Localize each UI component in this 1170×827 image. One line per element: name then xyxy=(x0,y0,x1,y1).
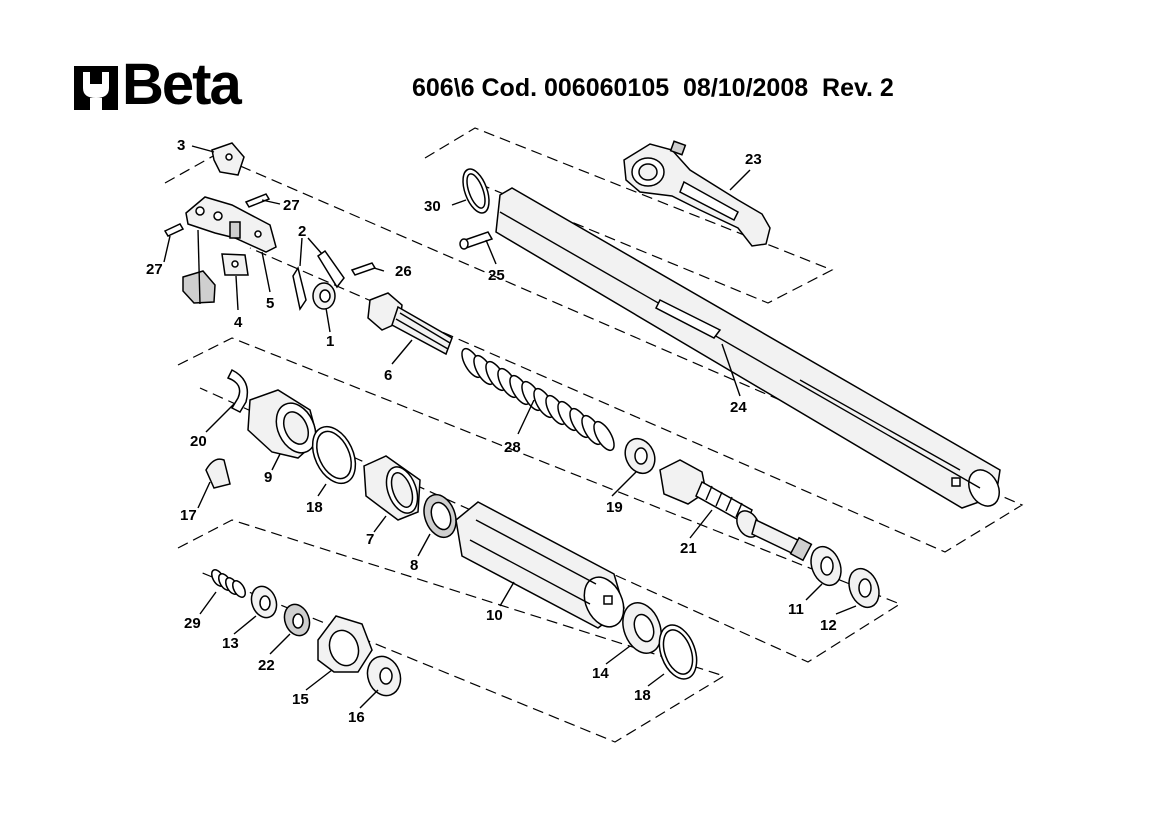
label-part-2: 2 xyxy=(298,223,306,240)
leader-lines xyxy=(163,145,857,709)
label-part-19: 19 xyxy=(606,499,623,516)
label-part-10: 10 xyxy=(486,607,503,624)
label-part-9: 9 xyxy=(264,469,272,486)
label-part-1: 1 xyxy=(326,333,334,350)
part-22-gear xyxy=(283,603,311,637)
label-part-28: 28 xyxy=(504,439,521,456)
label-part-14: 14 xyxy=(592,665,609,682)
label-part-4: 4 xyxy=(234,314,243,331)
part-14-splined-nut xyxy=(622,602,662,654)
label-part-24: 24 xyxy=(730,399,747,416)
label-part-7: 7 xyxy=(366,531,374,548)
part-21-threaded-adjuster xyxy=(659,459,813,562)
label-part-22: 22 xyxy=(258,657,275,674)
part-1-roller xyxy=(312,282,336,310)
label-part-25: 25 xyxy=(488,267,505,284)
beta-logo: Beta xyxy=(74,56,274,114)
label-part-20: 20 xyxy=(190,433,207,450)
part-3-jaw-block xyxy=(211,142,245,176)
label-part-8: 8 xyxy=(410,557,418,574)
label-part-12: 12 xyxy=(820,617,837,634)
part-19-washer xyxy=(624,437,656,475)
label-part-26: 26 xyxy=(395,263,412,280)
label-part-17: 17 xyxy=(180,507,197,524)
page-header: Beta 606\6 Cod. 006060105 08/10/2008 Rev… xyxy=(0,0,1170,130)
part-28-spring xyxy=(461,347,615,452)
part-30-o-ring xyxy=(462,168,490,214)
part-2-chain-links xyxy=(292,249,345,311)
label-part-27-left: 27 xyxy=(146,261,163,278)
part-17-pawl xyxy=(205,458,231,489)
label-part-5: 5 xyxy=(266,295,274,312)
part-29-small-spring xyxy=(211,569,246,598)
label-part-3: 3 xyxy=(177,137,185,154)
label-part-11: 11 xyxy=(788,601,804,618)
brand-name: Beta xyxy=(122,52,242,117)
part-16-end-cap xyxy=(366,655,402,697)
part-27-pin-left xyxy=(163,223,185,237)
label-part-15: 15 xyxy=(292,691,309,708)
label-part-6: 6 xyxy=(384,367,392,384)
part-18-o-ring-upper xyxy=(311,425,357,485)
label-part-30: 30 xyxy=(424,198,441,215)
part-10-handle-grip xyxy=(455,501,625,629)
part-12-lock-washer xyxy=(848,567,880,609)
part-8-gear-ring xyxy=(423,493,457,539)
part-23-ratchet-head xyxy=(623,140,771,247)
part-5-head-plate xyxy=(185,196,277,253)
part-4-pawls xyxy=(182,253,249,304)
part-labels: 3 27 27 2 26 5 4 1 6 30 25 23 24 28 19 2… xyxy=(146,137,837,726)
label-part-13: 13 xyxy=(222,635,239,652)
part-7-sleeve xyxy=(363,455,421,521)
part-15-cap-nut xyxy=(317,615,373,673)
label-part-18-lower: 18 xyxy=(634,687,651,704)
wrench-logo-icon xyxy=(74,66,118,110)
label-part-23: 23 xyxy=(745,151,762,168)
part-20-clip xyxy=(226,368,249,413)
label-part-16: 16 xyxy=(348,709,365,726)
part-13-knurled-nut xyxy=(250,585,278,619)
part-9-nut-housing xyxy=(247,389,319,459)
label-part-29: 29 xyxy=(184,615,201,632)
label-part-18-upper: 18 xyxy=(306,499,323,516)
label-part-21: 21 xyxy=(680,540,697,557)
part-18-o-ring-lower xyxy=(658,624,698,680)
part-25-pin xyxy=(459,231,494,250)
part-26-pin xyxy=(350,262,377,276)
part-6-splined-shaft xyxy=(367,292,453,356)
part-24-main-tube xyxy=(495,187,1001,509)
document-title: 606\6 Cod. 006060105 08/10/2008 Rev. 2 xyxy=(412,74,894,102)
label-part-27-upper: 27 xyxy=(283,197,300,214)
part-27-pin-upper xyxy=(244,193,271,208)
part-11-washer xyxy=(810,545,842,587)
